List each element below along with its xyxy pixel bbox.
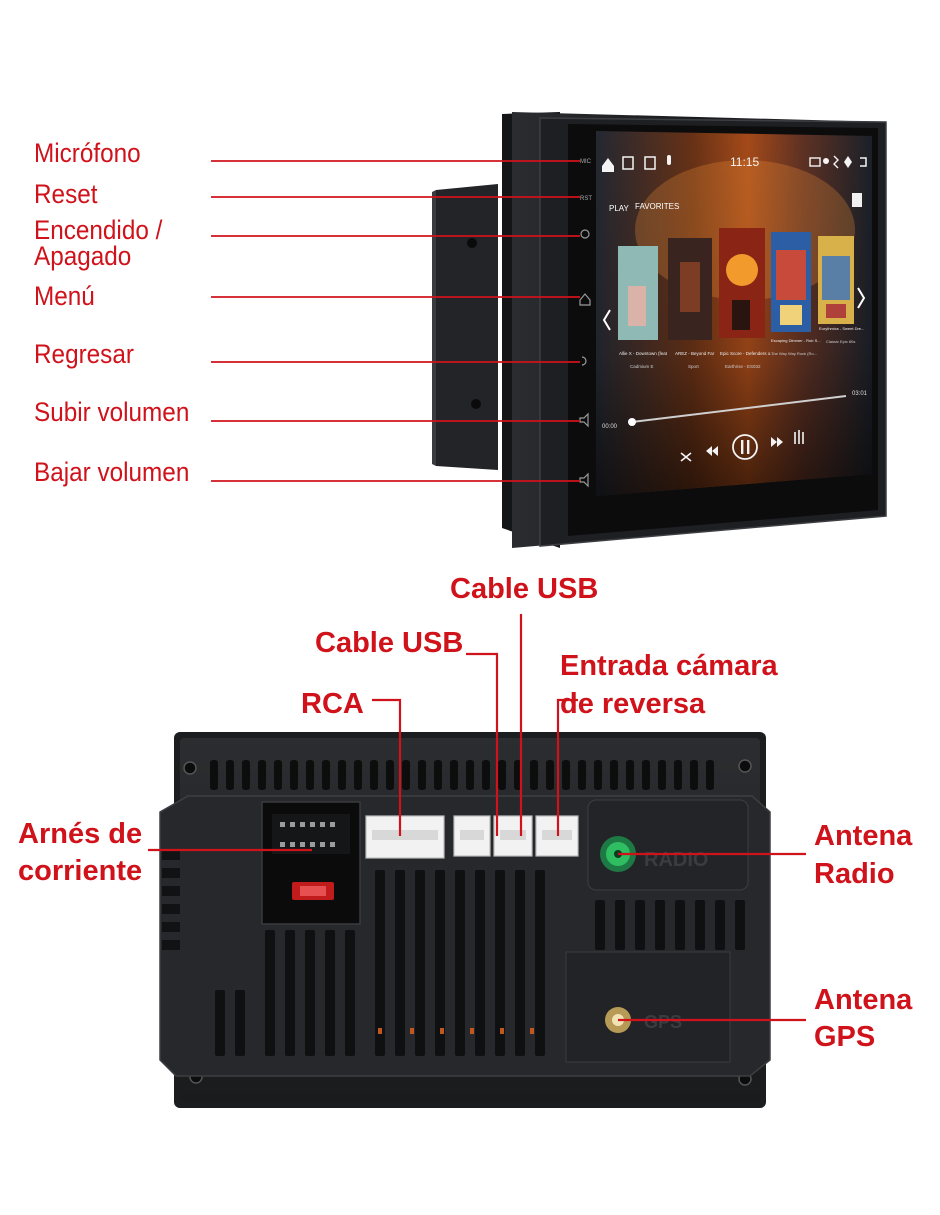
label-volume-down: Bajar volumen	[34, 457, 190, 487]
indicator-dots	[378, 1028, 534, 1034]
equalizer-icon[interactable]	[794, 430, 804, 444]
label-volume-up: Subir volumen	[34, 397, 190, 427]
label-menu: Menú	[34, 281, 95, 311]
back-icon	[581, 356, 587, 366]
bluetooth-icon	[833, 155, 839, 169]
label-cable-usb-top: Cable USB	[450, 573, 599, 605]
transport-controls	[680, 430, 804, 462]
album-cover[interactable]	[818, 236, 854, 324]
album-cover[interactable]	[618, 246, 658, 340]
home-icon	[579, 293, 591, 306]
album-subtitle: Cadmium E	[630, 364, 654, 369]
radio-antenna-jack: RADIO	[587, 799, 749, 891]
usb-connector-1	[453, 815, 491, 857]
mic-icon	[667, 155, 671, 165]
elapsed-time: 00:00	[602, 424, 618, 430]
pause-button[interactable]	[732, 434, 758, 460]
label-power-line1: Encendido /	[34, 215, 163, 245]
carousel-prev-icon[interactable]	[602, 309, 611, 331]
album-title: Allie X - Downtown (feat	[619, 351, 668, 356]
pause-icon	[741, 440, 744, 454]
front-leader-lines	[211, 160, 580, 482]
settings-icon	[844, 156, 852, 168]
label-camera-line2: de reversa	[560, 688, 706, 720]
album-cover[interactable]	[668, 238, 712, 340]
album-carousel: Allie X - Downtown (feat Cadmium E AREZ …	[602, 228, 866, 369]
rca-connector	[365, 815, 445, 859]
label-power-line2: Apagado	[34, 241, 132, 271]
top-vents	[210, 760, 714, 790]
album-title: AREZ - Beyond Far	[675, 351, 715, 356]
power-harness-connector	[261, 801, 361, 925]
label-rca: RCA	[301, 688, 364, 720]
shuffle-icon[interactable]	[680, 452, 692, 462]
progress-thumb	[628, 418, 636, 426]
location-icon	[823, 158, 829, 164]
label-microphone: Micrófono	[34, 138, 141, 168]
album-title: Epic Score - Defenders o...	[720, 351, 774, 356]
next-icon[interactable]	[771, 437, 783, 447]
mounting-chassis	[432, 184, 498, 470]
album-title: Eurythmics - Sweet Dre...	[819, 326, 864, 331]
label-cable-usb: Cable USB	[315, 627, 464, 659]
tab-favorites[interactable]: FAVORITES	[635, 202, 679, 211]
label-power-harness-line1: Arnés de	[18, 818, 143, 850]
label-gps-antenna-line1: Antena	[814, 984, 913, 1016]
playlist-icon[interactable]	[852, 193, 862, 207]
return-icon	[860, 157, 867, 167]
label-reset: Reset	[34, 179, 98, 209]
label-back: Regresar	[34, 339, 134, 369]
gps-antenna-jack: GPS	[565, 951, 731, 1063]
album-subtitle: Sport	[688, 364, 700, 369]
volume-up-icon	[579, 412, 589, 428]
home-screen-icon[interactable]	[602, 158, 614, 172]
radio-mark: RADIO	[644, 849, 708, 871]
usb-connector-2	[493, 815, 533, 857]
left-fins	[162, 850, 180, 950]
front-unit-drawing: MIC RST 11:15 PLAY FAVORITES	[211, 112, 887, 548]
clock: 11:15	[730, 155, 759, 169]
lower-vents	[215, 870, 745, 1056]
tab-play[interactable]: PLAY	[609, 204, 630, 213]
mic-mark: MIC	[580, 159, 592, 165]
volume-down-icon	[579, 472, 589, 488]
status-bar: 11:15	[602, 155, 867, 172]
label-radio-antenna-line1: Antena	[814, 820, 913, 852]
carousel-next-icon[interactable]	[857, 287, 866, 309]
previous-icon[interactable]	[706, 446, 718, 456]
album-title: Escaping Dimmer - Rob S...	[771, 338, 821, 343]
album-subtitle: The Way Way Rock (Ro...	[771, 351, 817, 356]
label-gps-antenna-line2: GPS	[814, 1021, 876, 1053]
gps-mark: GPS	[644, 1012, 682, 1032]
label-power-harness-line2: corriente	[18, 855, 143, 887]
reset-mark: RST	[580, 196, 592, 202]
album-subtitle: Classic Epic 80s	[826, 339, 855, 344]
back-leader-lines	[148, 614, 806, 1022]
power-icon	[580, 229, 590, 239]
window-icon	[622, 156, 634, 170]
album-subtitle: Earthrise - ES032	[725, 364, 761, 369]
album-cover[interactable]	[719, 228, 765, 338]
album-cover[interactable]	[771, 232, 811, 332]
label-radio-antenna-line2: Radio	[814, 858, 895, 890]
duration: 03:01	[852, 391, 868, 397]
bezel-buttons: MIC RST	[579, 159, 592, 488]
cast-icon	[809, 157, 821, 167]
playback-progress[interactable]: 00:00 03:01	[602, 391, 868, 430]
label-camera-line1: Entrada cámara	[560, 650, 778, 682]
back-unit-drawing: RADIO GPS	[148, 614, 806, 1108]
close-app-icon	[644, 156, 656, 170]
music-tabs: PLAY FAVORITES	[609, 193, 862, 213]
